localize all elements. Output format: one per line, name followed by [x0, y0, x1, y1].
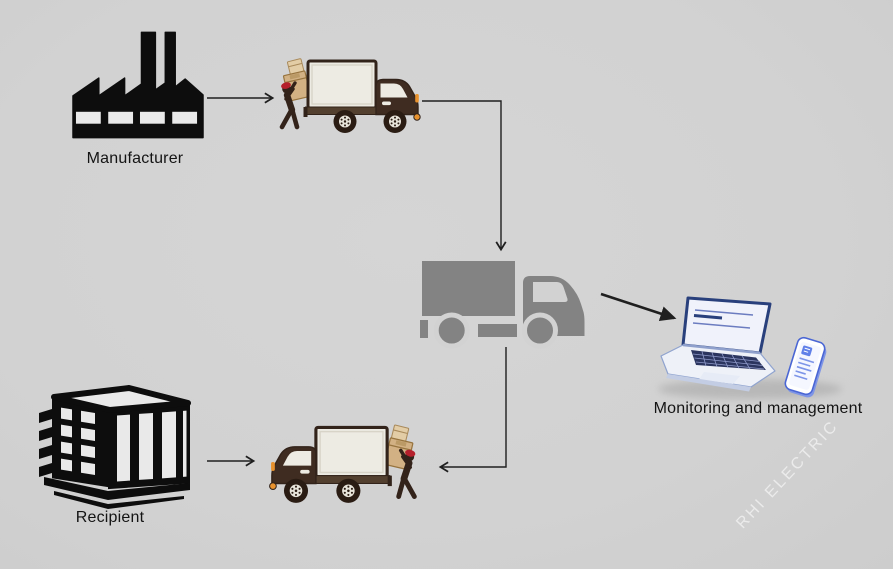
arrow-transport-truck-to-unloading-truck — [438, 347, 507, 473]
truck-loading-icon — [279, 52, 427, 136]
laptop-phone-icon — [658, 296, 842, 399]
transport-truck-icon — [420, 261, 585, 349]
arrow-loading-truck-to-transport-truck — [422, 100, 507, 252]
laptop-icon — [660, 296, 776, 392]
factory-icon — [72, 31, 204, 139]
truck-unloading-icon — [262, 418, 418, 506]
smartphone-icon — [784, 336, 827, 398]
building-icon — [39, 385, 191, 509]
monitoring-label: Monitoring and management — [653, 400, 863, 417]
manufacturer-label: Manufacturer — [86, 150, 184, 167]
recipient-label: Recipient — [75, 509, 145, 526]
arrow-transport-truck-to-monitoring — [600, 292, 677, 322]
